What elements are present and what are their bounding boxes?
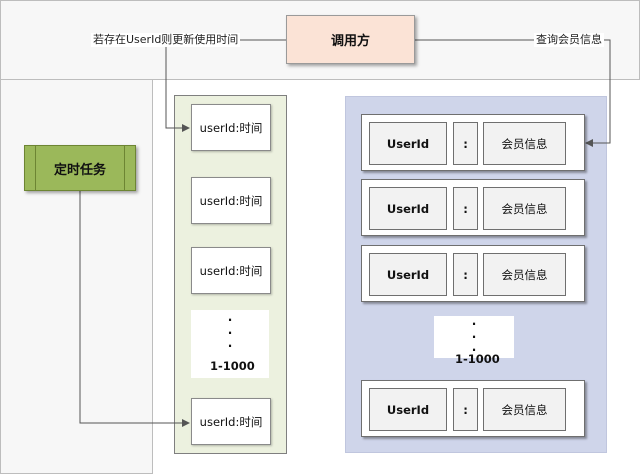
- cache-separator-cell: :: [453, 187, 478, 230]
- cache-row: UserId : 会员信息: [361, 179, 585, 236]
- query-member-connector: [415, 39, 611, 147]
- scheduled-task-label: 定时任务: [53, 162, 106, 178]
- cache-key: UserId: [386, 267, 430, 282]
- ellipsis-dot: ·: [471, 330, 477, 344]
- ttl-list-item: userId:时间: [191, 247, 271, 294]
- cache-separator-cell: :: [453, 122, 478, 165]
- cache-key: UserId: [386, 402, 430, 417]
- cache-key: UserId: [386, 136, 430, 151]
- cache-value-cell: 会员信息: [483, 122, 566, 165]
- caller-label: 调用方: [330, 34, 370, 49]
- cache-list-ellipsis: · · ·: [434, 316, 514, 358]
- caller-box: 调用方: [286, 15, 415, 64]
- update-time-annotation: 若存在UserId则更新使用时间: [91, 33, 241, 47]
- ellipsis-dot: ·: [227, 326, 233, 340]
- cache-separator: :: [463, 136, 468, 151]
- ttl-list-item: userId:时间: [191, 398, 271, 445]
- cache-key: UserId: [386, 201, 430, 216]
- cache-row: UserId : 会员信息: [361, 114, 585, 171]
- cache-list-range: 1-1000: [455, 352, 500, 366]
- cache-value-cell: 会员信息: [483, 253, 566, 296]
- cache-key-cell: UserId: [369, 187, 447, 230]
- ttl-list-item: userId:时间: [191, 104, 271, 151]
- ellipsis-dot: ·: [227, 313, 233, 327]
- ttl-item-label: userId:时间: [199, 263, 263, 278]
- cache-key-cell: UserId: [369, 253, 447, 296]
- cache-key-cell: UserId: [369, 388, 447, 431]
- cache-key-cell: UserId: [369, 122, 447, 165]
- ttl-item-label: userId:时间: [199, 193, 263, 208]
- cache-value: 会员信息: [501, 402, 548, 417]
- cache-row: UserId : 会员信息: [361, 380, 585, 437]
- cache-separator-cell: :: [453, 388, 478, 431]
- cache-separator: :: [463, 402, 468, 417]
- scheduled-task-connector: [79, 191, 190, 427]
- ttl-item-label: userId:时间: [199, 120, 263, 135]
- ttl-list-range: 1-1000: [210, 359, 255, 373]
- ellipsis-dot: ·: [227, 339, 233, 353]
- ellipsis-dot: ·: [471, 343, 477, 357]
- ellipsis-dots: · · ·: [191, 314, 269, 353]
- ttl-list-item: userId:时间: [191, 177, 271, 224]
- cache-value-cell: 会员信息: [483, 388, 566, 431]
- ttl-item-label: userId:时间: [199, 414, 263, 429]
- ttl-list-ellipsis: · · ·: [191, 310, 269, 378]
- cache-separator-cell: :: [453, 253, 478, 296]
- cache-separator: :: [463, 267, 468, 282]
- cache-separator: :: [463, 201, 468, 216]
- cache-row: UserId : 会员信息: [361, 245, 585, 302]
- cache-value-cell: 会员信息: [483, 187, 566, 230]
- query-member-annotation: 查询会员信息: [534, 33, 604, 47]
- cache-value: 会员信息: [501, 201, 548, 216]
- cache-value: 会员信息: [501, 267, 548, 282]
- cache-value: 会员信息: [501, 136, 548, 151]
- ellipsis-dot: ·: [471, 317, 477, 331]
- ellipsis-dots: · · ·: [434, 318, 514, 357]
- scheduled-task-box: 定时任务: [24, 145, 136, 191]
